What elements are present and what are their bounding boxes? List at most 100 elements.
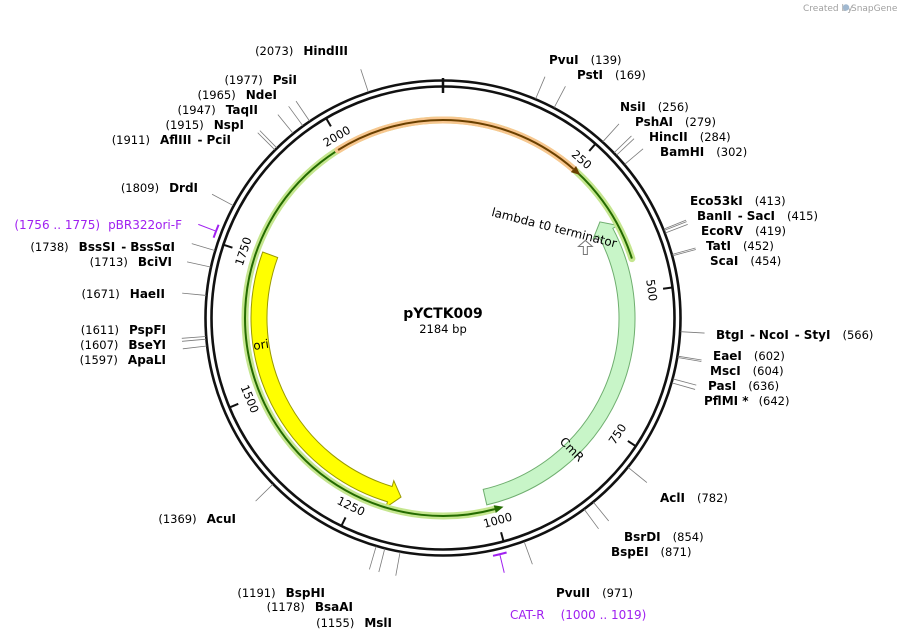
- site-leader-line: [553, 86, 566, 108]
- site-name-2: SacI: [747, 209, 775, 223]
- plasmid-size: 2184 bp: [419, 322, 467, 336]
- site-label-pvui[interactable]: PvuI(139): [549, 53, 622, 67]
- site-position: (871): [661, 545, 692, 559]
- site-name: ScaI: [710, 254, 738, 268]
- svg-text:EcoRV(419): EcoRV(419): [701, 224, 786, 238]
- tick-mark: [340, 517, 347, 527]
- tick-mark: [662, 286, 674, 290]
- site-label-tati[interactable]: TatI(452): [706, 239, 774, 253]
- site-label-psti[interactable]: PstI(169): [577, 68, 646, 82]
- site-label-bspei[interactable]: BspEI(871): [611, 545, 691, 559]
- site-label-bsssi-bsssai[interactable]: (1738)BssSI-BssSαI: [30, 240, 175, 254]
- primer-mark: [212, 224, 220, 239]
- site-label-acli[interactable]: AclI(782): [660, 491, 728, 505]
- site-leader-line: [672, 378, 697, 386]
- svg-text:(1597)ApaLI: (1597)ApaLI: [80, 353, 166, 367]
- site-leader-line: [288, 106, 304, 126]
- site-name: BtgI: [716, 328, 744, 342]
- svg-text:ScaI(454): ScaI(454): [710, 254, 781, 268]
- svg-text:(1369)AcuI: (1369)AcuI: [158, 512, 236, 526]
- site-label-acui[interactable]: (1369)AcuI: [158, 512, 236, 526]
- site-label-bsaai[interactable]: (1178)BsaAI: [267, 600, 353, 614]
- site-label-msci[interactable]: MscI(604): [710, 364, 784, 378]
- site-label-pshai[interactable]: PshAI(279): [635, 115, 716, 129]
- site-leader-line: [616, 138, 635, 156]
- site-label-apali[interactable]: (1597)ApaLI: [80, 353, 166, 367]
- site-label-pvuii[interactable]: PvuII(971): [556, 586, 633, 600]
- svg-text:PstI(169): PstI(169): [577, 68, 646, 82]
- site-position: (1977): [224, 73, 262, 87]
- site-label-bseyi[interactable]: (1607)BseYI: [80, 338, 166, 352]
- primer-label-pbr322ori-f[interactable]: (1756 .. 1775)pBR322ori-F: [14, 218, 182, 232]
- site-name: BssSI: [79, 240, 116, 254]
- site-position: (1155): [316, 616, 354, 630]
- site-leader-line: [257, 132, 275, 150]
- site-label-ndei[interactable]: (1965)NdeI: [198, 88, 278, 102]
- plasmid-name: pYCTK009: [403, 306, 483, 322]
- site-leader-line: [295, 100, 310, 122]
- site-label-nspi[interactable]: (1915)NspI: [166, 118, 245, 132]
- site-name: AflIII: [160, 133, 192, 147]
- cmr-arrow[interactable]: [482, 221, 636, 506]
- site-label-ecorv[interactable]: EcoRV(419): [701, 224, 786, 238]
- primer-name: CAT-R: [510, 608, 545, 622]
- site-label-bcivi[interactable]: (1713)BciVI: [90, 255, 172, 269]
- site-name-2: PciI: [207, 133, 232, 147]
- tick-mark: [222, 243, 233, 249]
- svg-text:EaeI(602): EaeI(602): [713, 349, 785, 363]
- site-name: PvuII: [556, 586, 590, 600]
- site-position: (1597): [80, 353, 118, 367]
- site-label-haeii[interactable]: (1671)HaeII: [82, 287, 165, 301]
- site-position: (1809): [121, 181, 159, 195]
- site-label-taqii[interactable]: (1947)TaqII: [177, 103, 258, 117]
- site-label-pspfi[interactable]: (1611)PspFI: [81, 323, 166, 337]
- site-label-psii[interactable]: (1977) PsiI: [224, 73, 297, 87]
- primer-label-cat-r[interactable]: CAT-R(1000 .. 1019): [510, 608, 646, 622]
- site-name: BseYI: [128, 338, 166, 352]
- site-name: MslI: [364, 616, 392, 630]
- site-label-hincii[interactable]: HincII(284): [649, 130, 731, 144]
- site-label-afliii-pcii[interactable]: (1911)AflIII-PciI: [112, 133, 231, 147]
- site-label-bsrdi[interactable]: BsrDI(854): [624, 530, 704, 544]
- site-label-hindiii[interactable]: (2073)HindIII: [255, 44, 348, 58]
- site-label-bamhi[interactable]: BamHI(302): [660, 145, 747, 159]
- snapgene-logo-icon: [842, 4, 850, 11]
- site-label-bsphi[interactable]: (1191)BspHI: [237, 586, 325, 600]
- site-label-drdi[interactable]: (1809) DrdI: [121, 181, 198, 195]
- site-label-pflmi[interactable]: PflMI *(642): [704, 394, 790, 408]
- site-label-eaei[interactable]: EaeI(602): [713, 349, 785, 363]
- ori-arrow[interactable]: [250, 251, 402, 509]
- site-name: HaeII: [130, 287, 165, 301]
- svg-text:BsrDI(854): BsrDI(854): [624, 530, 704, 544]
- site-leader-line: [584, 509, 599, 530]
- site-leader-line: [191, 243, 215, 251]
- site-name: EcoRV: [701, 224, 744, 238]
- site-label-eco53ki[interactable]: Eco53kI(413): [690, 194, 786, 208]
- site-name: PsiI: [273, 73, 297, 87]
- site-label-msli[interactable]: (1155) MslI: [316, 616, 392, 630]
- site-leader-line: [671, 382, 696, 390]
- site-name-2: NcoI: [759, 328, 789, 342]
- site-name: NdeI: [246, 88, 277, 102]
- primer-range: (1756 .. 1775): [14, 218, 100, 232]
- site-label-banii-saci[interactable]: BanII-SacI(415): [697, 209, 818, 223]
- site-name: NspI: [214, 118, 244, 132]
- site-name: BanII: [697, 209, 732, 223]
- site-leader-line: [182, 345, 207, 350]
- site-position: (284): [700, 130, 731, 144]
- site-label-btgi-ncoi-styi[interactable]: BtgI-NcoI-StyI(566): [716, 328, 873, 342]
- site-position: (1369): [158, 512, 196, 526]
- site-position: (415): [787, 209, 818, 223]
- site-leader-line: [663, 219, 687, 230]
- svg-text:(1713)BciVI: (1713)BciVI: [90, 255, 172, 269]
- site-name: DrdI: [169, 181, 198, 195]
- site-leader-line: [277, 114, 294, 134]
- svg-text:(1178)BsaAI: (1178)BsaAI: [267, 600, 353, 614]
- svg-text:(1965)NdeI: (1965)NdeI: [198, 88, 278, 102]
- site-label-nsii[interactable]: NsiI(256): [620, 100, 689, 114]
- svg-text:BspEI(871): BspEI(871): [611, 545, 691, 559]
- site-position: (279): [685, 115, 716, 129]
- site-label-scai[interactable]: ScaI(454): [710, 254, 781, 268]
- site-position: (566): [842, 328, 873, 342]
- site-label-pasi[interactable]: PasI(636): [708, 379, 779, 393]
